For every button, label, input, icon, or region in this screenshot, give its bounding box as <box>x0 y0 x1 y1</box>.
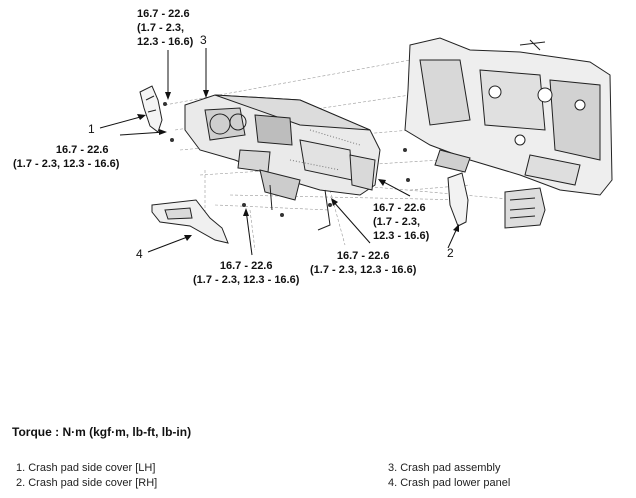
torque-conversion: 12.3 - 16.6) <box>373 230 430 242</box>
legend-item: 2. Crash pad side cover [RH] <box>16 477 158 489</box>
torque-callout-right: 16.7 - 22.6 (1.7 - 2.3, 12.3 - 16.6) <box>373 201 429 243</box>
part-number-3: 3 <box>200 33 207 47</box>
torque-callout-bottom-mid: 16.7 - 22.6 (1.7 - 2.3, 12.3 - 16.6) <box>310 249 416 277</box>
torque-conversion: (1.7 - 2.3, 12.3 - 16.6) <box>310 264 417 276</box>
part-number-2: 2 <box>447 246 454 260</box>
torque-value: 16.7 - 22.6 <box>137 8 190 20</box>
torque-callout-bottom-left: 16.7 - 22.6 (1.7 - 2.3, 12.3 - 16.6) <box>193 259 299 287</box>
part-number-4: 4 <box>136 247 143 261</box>
legend-item: 4. Crash pad lower panel <box>388 477 511 489</box>
legend-item: 1. Crash pad side cover [LH] <box>16 462 156 474</box>
torque-conversion: (1.7 - 2.3, <box>137 22 185 34</box>
crash-pad-assembly <box>184 94 381 231</box>
legend-item: 3. Crash pad assembly <box>388 462 501 474</box>
torque-conversion: 12.3 - 16.6) <box>137 36 194 48</box>
part-number-1: 1 <box>88 122 95 136</box>
torque-value: 16.7 - 22.6 <box>219 260 273 272</box>
crash-pad-side-cover-lh <box>139 85 163 133</box>
arrow-heads <box>137 90 459 241</box>
torque-conversion: (1.7 - 2.3, 12.3 - 16.6) <box>193 274 300 286</box>
bracket-component <box>504 187 546 229</box>
diagram-drawing <box>99 37 613 256</box>
torque-value: 16.7 - 22.6 <box>55 144 109 156</box>
torque-conversion: (1.7 - 2.3, <box>373 216 421 228</box>
crash-pad-lower-panel <box>151 199 229 244</box>
torque-value: 16.7 - 22.6 <box>373 202 426 214</box>
torque-units-label: Torque : N·m (kgf·m, lb-ft, lb-in) <box>12 425 192 439</box>
torque-callout-top: 16.7 - 22.6 (1.7 - 2.3, 12.3 - 16.6) <box>137 7 193 49</box>
torque-conversion: (1.7 - 2.3, 12.3 - 16.6) <box>13 158 120 170</box>
fasteners <box>163 102 410 217</box>
torque-value: 16.7 - 22.6 <box>336 250 390 262</box>
crash-pad-side-cover-rh <box>447 172 469 227</box>
vehicle-body-cowl <box>404 37 613 196</box>
torque-callout-left: 16.7 - 22.6 (1.7 - 2.3, 12.3 - 16.6) <box>13 143 119 171</box>
